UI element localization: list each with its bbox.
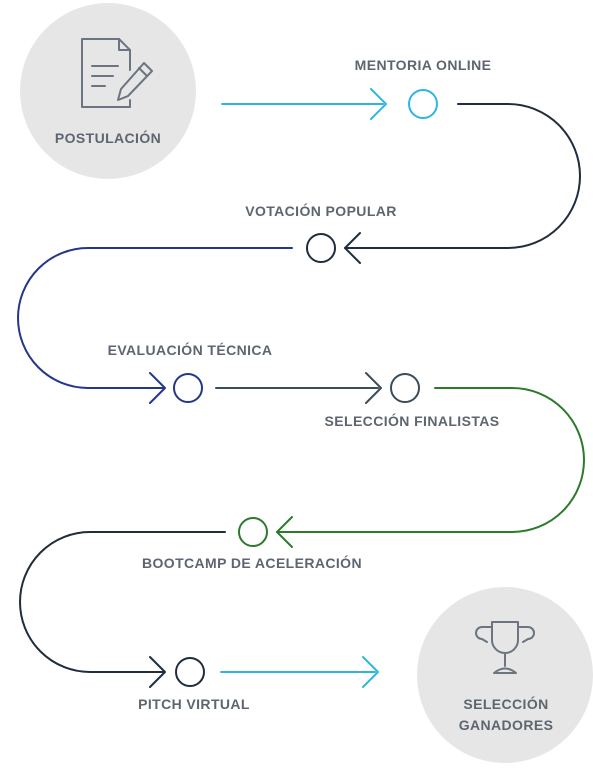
step-circle-bootcamp — [238, 517, 268, 547]
label-mentoria: MENTORIA ONLINE — [354, 57, 492, 73]
arrowhead-ganadores — [362, 656, 379, 688]
label-bootcamp: BOOTCAMP DE ACELERACIÓN — [142, 555, 362, 571]
label-pitch: PITCH VIRTUAL — [138, 696, 250, 712]
arrowhead-bootcamp — [276, 516, 293, 548]
connector-mentoria-votacion — [344, 103, 581, 249]
arrowhead-evaluacion — [149, 372, 166, 404]
postulacion-badge — [20, 3, 196, 179]
step-circle-evaluacion — [173, 373, 203, 403]
ganadores-badge — [417, 587, 593, 763]
label-ganadores: SELECCIÓN GANADORES — [458, 696, 554, 733]
step-circle-pitch — [175, 657, 205, 687]
arrowhead-mentoria — [370, 88, 387, 120]
label-evaluacion: EVALUACIÓN TÉCNICA — [107, 342, 273, 358]
connector-bootcamp-pitch — [19, 531, 226, 673]
step-circle-finalistas — [390, 373, 420, 403]
arrowhead-finalistas — [365, 372, 382, 404]
label-votacion: VOTACIÓN POPULAR — [245, 203, 397, 219]
connector-votacion-evaluacion — [17, 247, 293, 389]
label-finalistas: SELECCIÓN FINALISTAS — [324, 413, 500, 429]
arrowhead-votacion — [344, 232, 361, 264]
arrowhead-pitch — [149, 656, 166, 688]
document-pen-icon — [81, 38, 153, 108]
label-postulacion: POSTULACIÓN — [54, 130, 162, 146]
step-circle-votacion — [306, 233, 336, 263]
step-circle-mentoria — [408, 89, 438, 119]
trophy-icon — [475, 621, 535, 674]
connector-finalistas-bootcamp — [276, 387, 585, 533]
